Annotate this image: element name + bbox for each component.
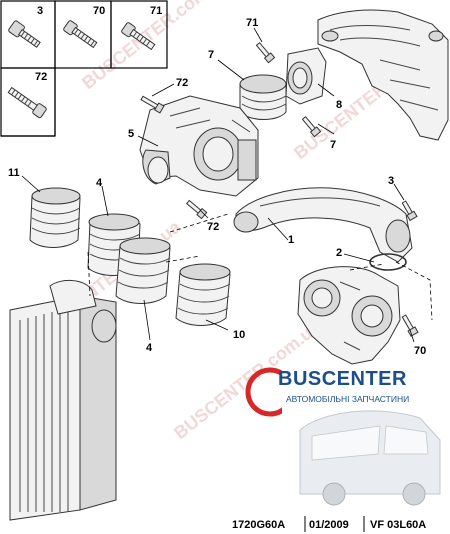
footer-reference: 1720G60A 01/2009 VF 03L60A (232, 516, 426, 532)
callout-8: 8 (336, 99, 342, 111)
bolt-72-main-lower (186, 199, 208, 220)
bolt-71-icon (121, 22, 156, 51)
inset-label-3: 3 (37, 5, 43, 17)
footer-code: 1720G60A (232, 519, 285, 531)
bolt-72-main-upper (140, 95, 165, 114)
bolt-72-icon (7, 86, 47, 119)
hose-11 (29, 187, 81, 248)
callout-2: 2 (336, 247, 342, 259)
callout-7-lower: 7 (330, 139, 336, 151)
bolt-70-icon (63, 20, 98, 49)
brand-name: BUSCENTER (278, 368, 407, 390)
callout-3: 3 (388, 175, 394, 187)
callout-72-upper: 72 (176, 77, 188, 89)
bolt-71-main (255, 42, 276, 64)
brand-subtitle: АВТОМОБІЛЬНІ ЗАПЧАСТИНИ (286, 394, 409, 404)
bolt-70-main (401, 314, 419, 337)
flange-8 (285, 47, 327, 105)
callout-5: 5 (128, 128, 134, 140)
callout-70: 70 (414, 345, 426, 357)
bolt-3-main (401, 200, 418, 222)
intake-manifold (317, 9, 449, 141)
gasket-2 (369, 253, 407, 271)
callout-4-lower: 4 (146, 342, 153, 354)
inset-label-71: 71 (150, 5, 162, 17)
hose-7 (239, 74, 287, 120)
charge-pipe-1 (233, 187, 413, 263)
inset-label-70: 70 (93, 5, 105, 17)
callout-7-upper: 7 (208, 49, 214, 61)
hose-4-lower (115, 237, 171, 304)
callout-11: 11 (8, 167, 20, 179)
hose-10 (175, 263, 231, 326)
footer-date: 01/2009 (309, 519, 349, 531)
callout-1: 1 (288, 234, 294, 246)
bus-illustration (299, 410, 441, 506)
fastener-insets: 3 70 71 72 (0, 0, 168, 137)
callout-labels: 71 7 8 7 72 5 11 4 72 1 2 3 10 4 70 (8, 17, 426, 357)
leader-lines (21, 27, 433, 343)
bolt-7-main (301, 116, 322, 138)
turbocharger (297, 266, 401, 365)
callout-72-lower: 72 (207, 221, 219, 233)
inset-label-72: 72 (35, 71, 47, 83)
callout-71: 71 (246, 17, 258, 29)
brand-logo: BUSCENTER АВТОМОБІЛЬНІ ЗАПЧАСТИНИ (245, 364, 409, 420)
bolt-3-icon (8, 20, 41, 48)
callout-10: 10 (233, 329, 245, 341)
callout-4-upper: 4 (96, 177, 103, 189)
throttle-body-5 (139, 95, 259, 197)
intercooler (9, 280, 117, 521)
footer-ref: VF 03L60A (370, 519, 426, 531)
